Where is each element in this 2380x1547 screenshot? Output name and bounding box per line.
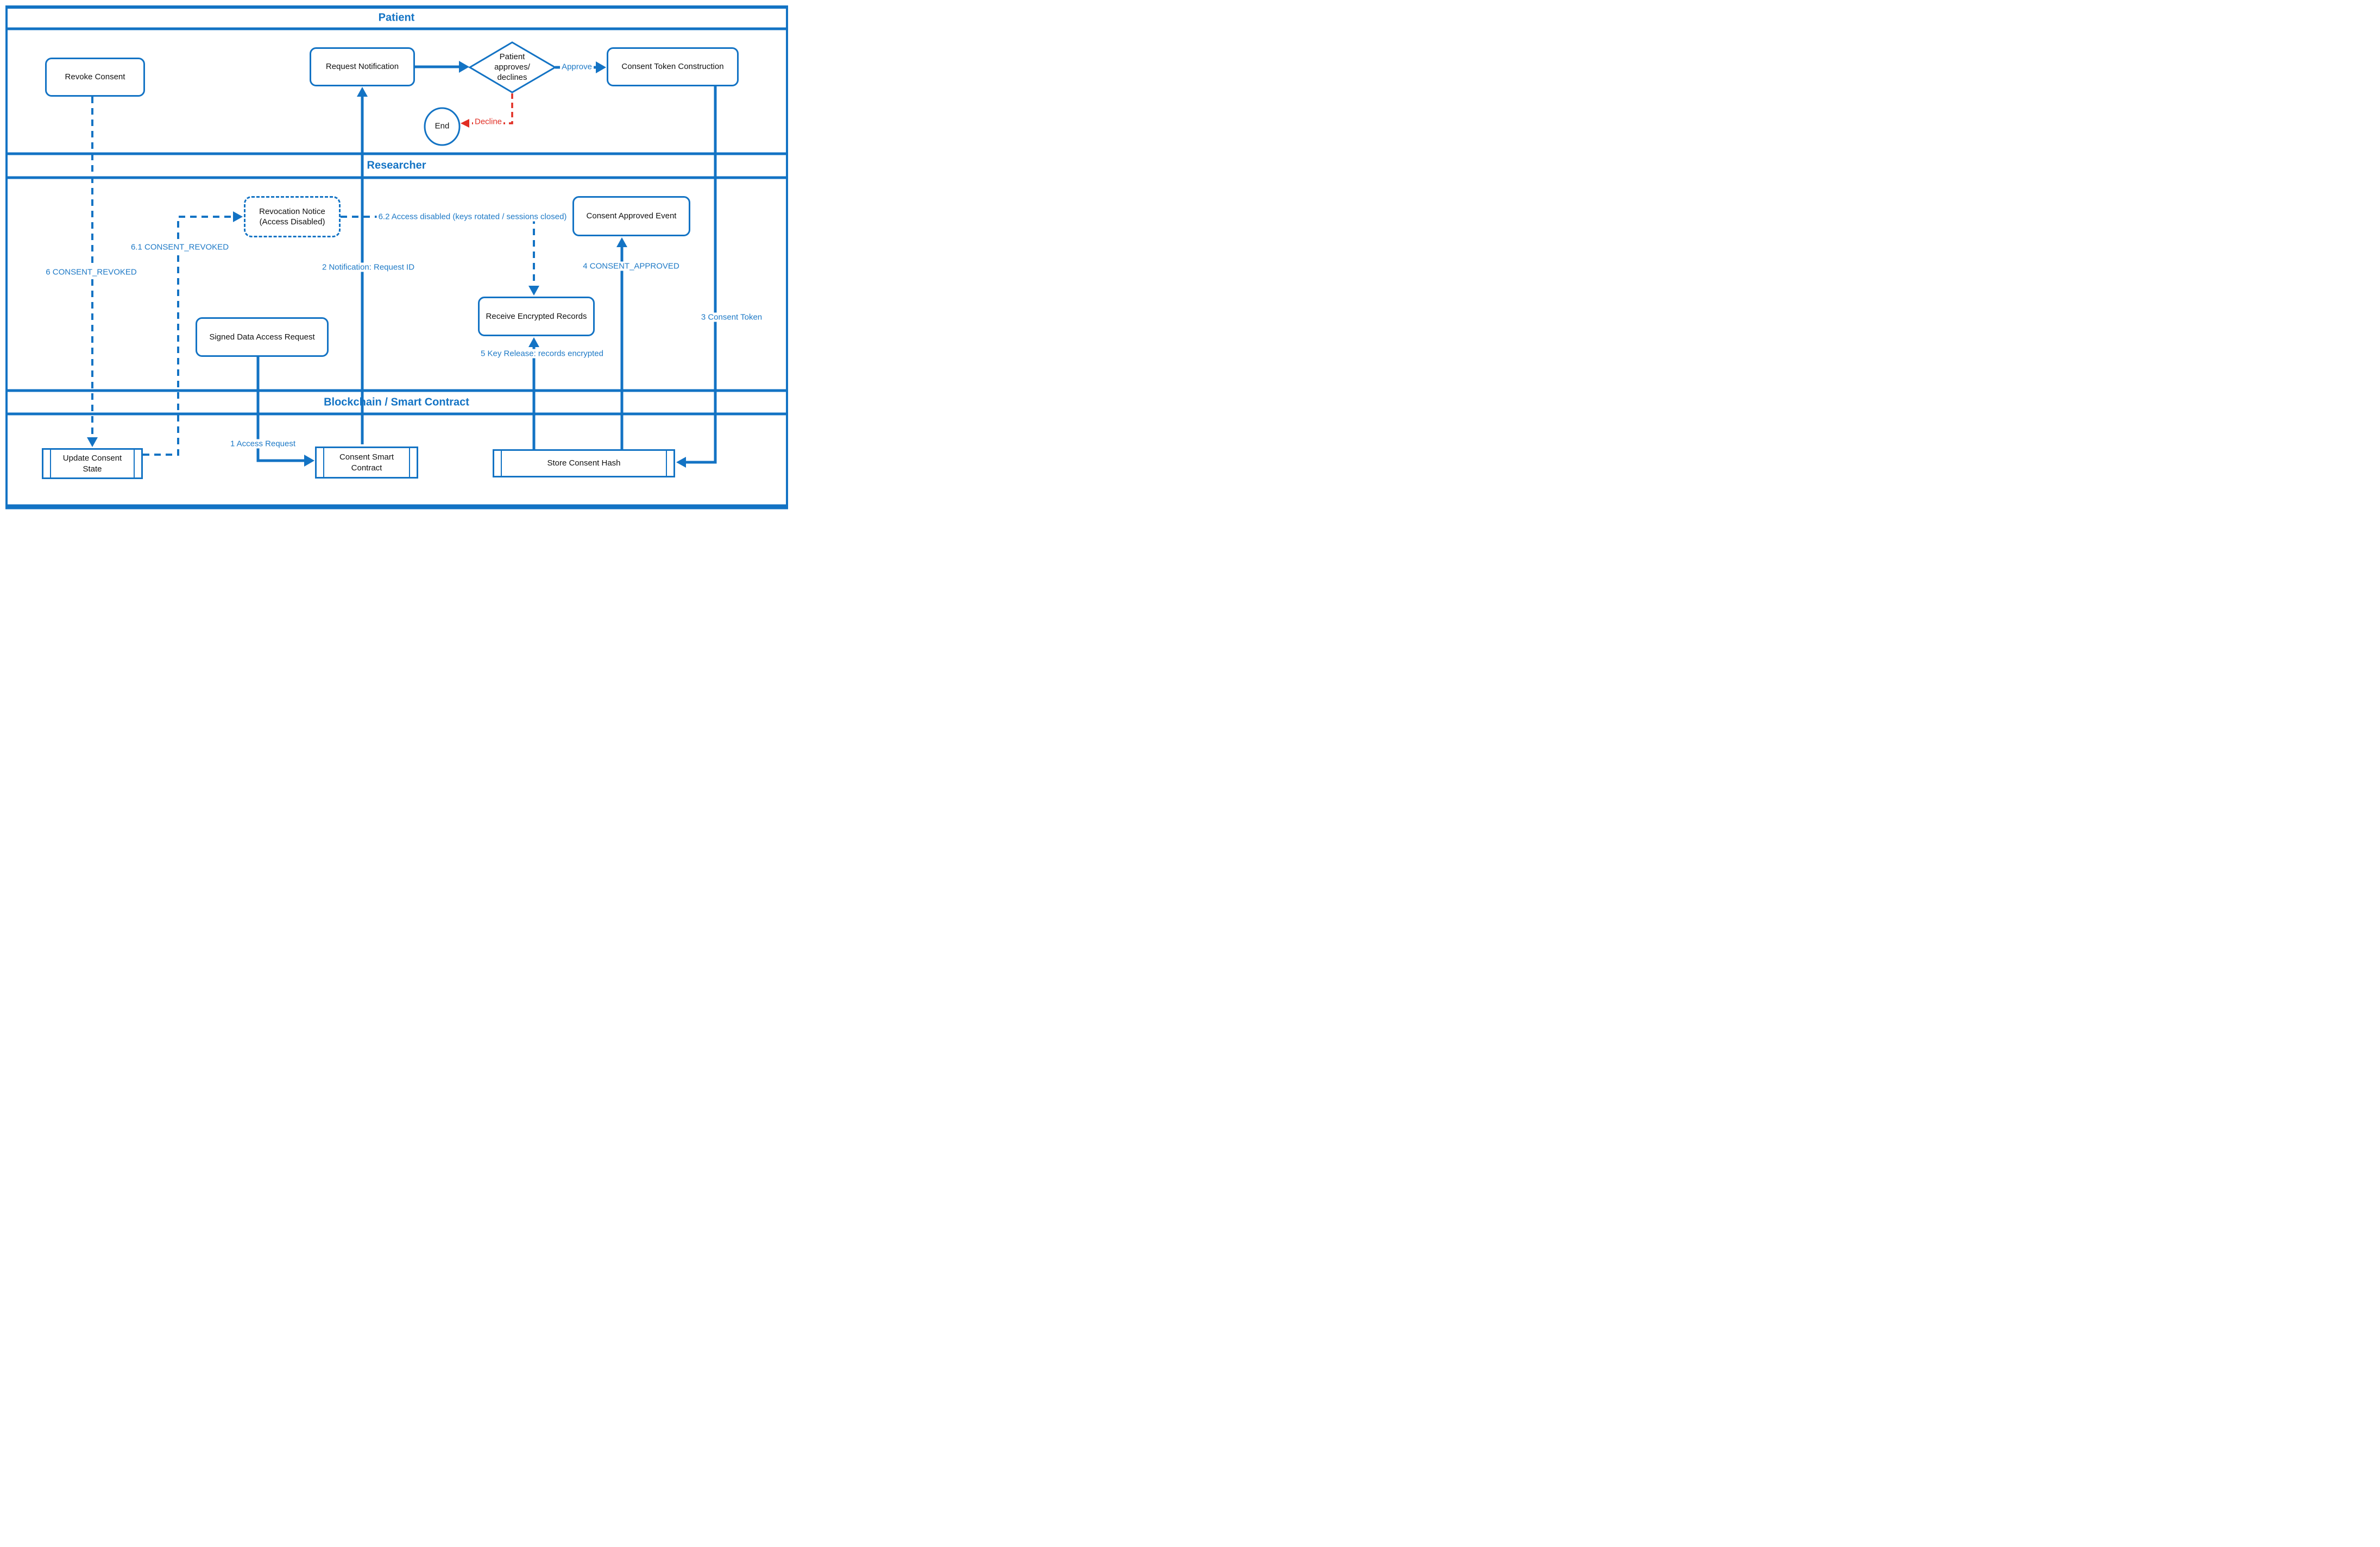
edge-label-consent-revoked: 6 CONSENT_REVOKED [44,267,138,277]
node-revoke-consent: Revoke Consent [45,58,145,97]
edge-label-notification: 2 Notification: Request ID [320,262,417,272]
edge-label-decline: Decline [473,117,504,127]
node-store-consent-hash: Store Consent Hash [493,449,675,477]
node-request-notification: Request Notification [310,47,415,86]
flow-revoke-to-update-state [87,97,98,447]
flow-update-state-to-revocation-notice [143,211,243,456]
edge-label-consent-revoked-61: 6.1 CONSENT_REVOKED [129,242,231,252]
flow-token-to-store-hash [676,86,717,468]
lane-title-blockchain: Blockchain / Smart Contract [324,396,469,408]
node-consent-smart-contract-label: Consent Smart Contract [339,452,394,473]
edge-label-access-request: 1 Access Request [228,439,298,449]
node-consent-smart-contract: Consent Smart Contract [315,447,418,479]
subprocess-bar [409,448,410,477]
node-end-label: End [435,121,450,131]
swimlane-frame [5,5,788,510]
edge-label-key-release: 5 Key Release: records encrypted [479,349,605,359]
subprocess-bar [666,450,667,476]
edge-label-access-disabled: 6.2 Access disabled (keys rotated / sess… [376,212,569,222]
node-consent-token-construction: Consent Token Construction [607,47,739,86]
node-revocation-notice: Revocation Notice (Access Disabled) [244,196,341,237]
node-update-consent-state-label: Update Consent State [62,454,122,474]
lane-title-researcher: Researcher [367,159,426,172]
flow-store-hash-to-receive-records [528,337,539,449]
flow-store-hash-to-approved-event [616,237,627,449]
subprocess-bar [323,448,324,477]
node-store-consent-hash-label: Store Consent Hash [547,458,621,468]
edge-label-approve: Approve [560,62,594,72]
node-update-consent-state: Update Consent State [42,448,143,479]
node-receive-encrypted-records: Receive Encrypted Records [478,297,595,336]
subprocess-bar [134,449,135,478]
node-consent-approved-event: Consent Approved Event [572,196,690,236]
flow-request-to-decision [415,61,469,73]
node-signed-data-access-request: Signed Data Access Request [196,317,329,357]
edge-label-consent-token: 3 Consent Token [699,312,764,322]
node-approval-decision-label: Patient approves/ declines [494,52,530,82]
flow-revocation-notice-to-receive-records [341,216,539,295]
end-circle [424,107,461,146]
subprocess-bar [501,450,502,476]
decision-diamond [468,41,557,93]
subprocess-bar [50,449,51,478]
consent-flowchart: Patient Researcher Blockchain / Smart Co… [0,0,794,516]
flow-signed-request-to-contract [256,357,314,467]
lane-title-patient: Patient [378,11,415,24]
edge-label-consent-approved: 4 CONSENT_APPROVED [581,261,681,271]
